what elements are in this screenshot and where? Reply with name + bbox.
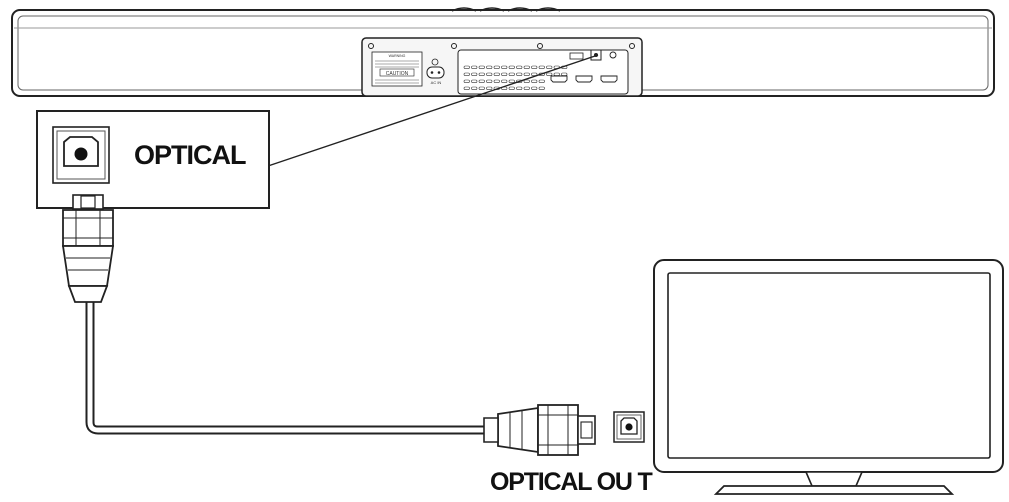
- vent-slot: [546, 72, 553, 76]
- vent-slot: [478, 72, 485, 76]
- vent-slot: [493, 72, 500, 76]
- optical-plug-icon: [61, 194, 115, 303]
- vent-slot: [516, 65, 523, 69]
- aux-port: [609, 51, 617, 59]
- vent-slot: [508, 65, 515, 69]
- vent-slot: [501, 65, 508, 69]
- vent-slot: [531, 86, 538, 90]
- soundbar: WARNING CAUTION AC IN: [11, 7, 995, 97]
- vent-slot: [471, 65, 478, 69]
- vent-slot: [463, 86, 470, 90]
- vent-slot: [531, 79, 538, 83]
- callout-label: OPTICAL: [134, 140, 246, 170]
- vent-slot: [471, 79, 478, 83]
- vent-slot: [508, 72, 515, 76]
- tv-port-label: OPTICAL OU T: [490, 468, 652, 496]
- vent-slot: [538, 79, 545, 83]
- vent-slot: [523, 86, 530, 90]
- caution-text: CAUTION: [386, 71, 409, 77]
- vent-slot: [478, 65, 485, 69]
- vent-slot: [523, 72, 530, 76]
- vent-slot: [531, 65, 538, 69]
- vent-slot: [546, 65, 553, 69]
- vent-slot: [486, 72, 493, 76]
- usb-port: [569, 52, 584, 60]
- ac-in-label: AC IN: [431, 80, 442, 85]
- warning-label: WARNING CAUTION: [371, 51, 423, 87]
- vent-slot: [486, 86, 493, 90]
- vent-slot: [486, 65, 493, 69]
- vent-slot: [523, 65, 530, 69]
- vent-slot: [538, 86, 545, 90]
- ac-in-port: AC IN: [426, 58, 445, 85]
- tv-optical-port-icon: [613, 411, 645, 443]
- vent-slot: [471, 72, 478, 76]
- vent-slot: [471, 86, 478, 90]
- optical-port-icon: [52, 126, 110, 184]
- vent-slot: [501, 79, 508, 83]
- hdmi-port-2: [575, 75, 593, 83]
- vent-slot: [463, 72, 470, 76]
- vent-slot: [508, 86, 515, 90]
- vent-slot: [463, 79, 470, 83]
- optical-cable: [85, 300, 500, 435]
- vent-slot: [508, 79, 515, 83]
- vent-slot: [493, 65, 500, 69]
- warning-title: WARNING: [389, 54, 406, 58]
- optical-callout: OPTICAL: [36, 110, 270, 209]
- vent-slot: [538, 65, 545, 69]
- vent-slot: [478, 86, 485, 90]
- vent-slot: [523, 79, 530, 83]
- optical-plug-tv-side: [483, 404, 596, 456]
- vent-slot: [493, 79, 500, 83]
- vent-slot: [516, 86, 523, 90]
- vent-slot: [531, 72, 538, 76]
- callout-leader-line: [267, 54, 599, 167]
- hdmi-port-3: [600, 75, 618, 83]
- vent-slot: [501, 72, 508, 76]
- vent-slot: [516, 72, 523, 76]
- vent-slot: [486, 79, 493, 83]
- tv-icon: [653, 259, 1004, 495]
- vent-slot: [478, 79, 485, 83]
- hdmi-port-1: [550, 75, 568, 83]
- soundbar-rear-panel: WARNING CAUTION AC IN: [361, 37, 643, 97]
- vent-slot: [463, 65, 470, 69]
- soundbar-vent-grille: [463, 65, 568, 90]
